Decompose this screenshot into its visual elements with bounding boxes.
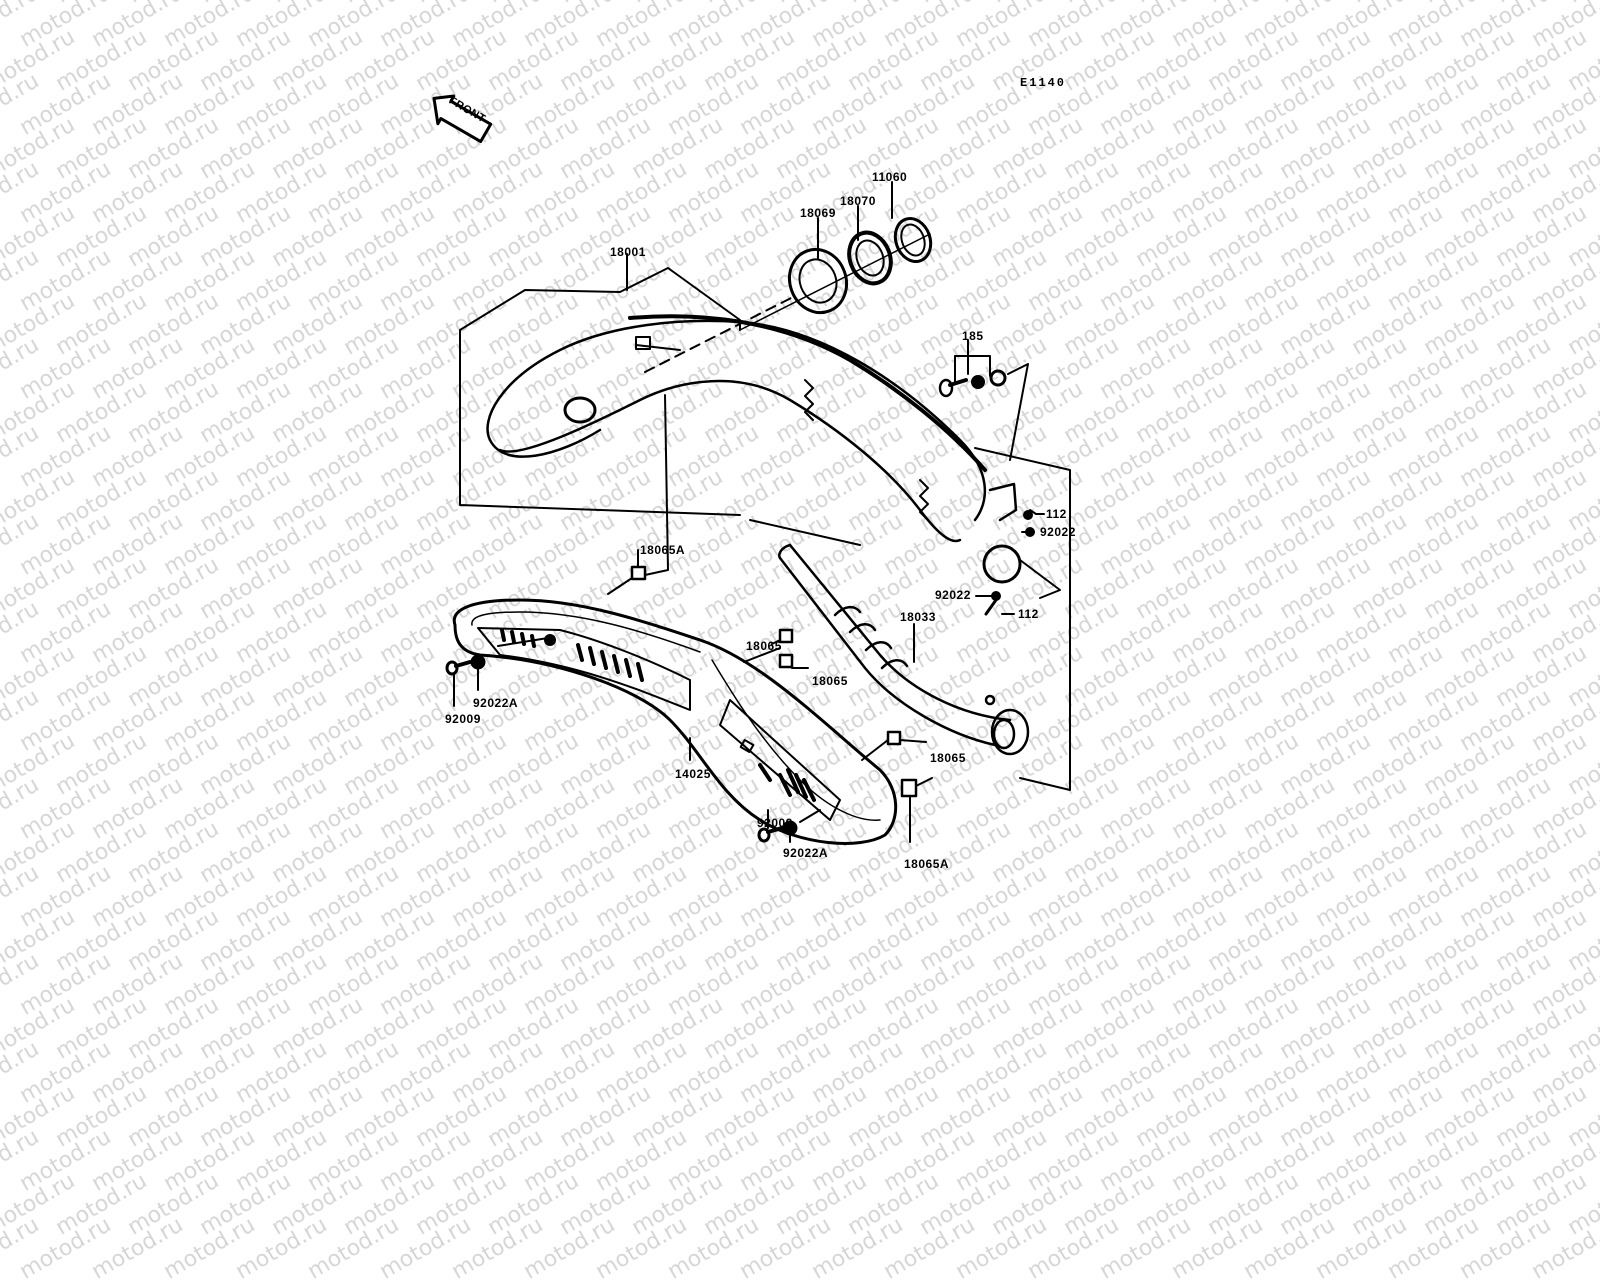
watermark-text: motod.ru [592,1212,692,1284]
part-label-112-top: 112 [1046,507,1067,521]
watermark-text: motod.ru [0,1212,44,1284]
watermark-text: motod.ru [1528,1212,1600,1284]
header-inlet-ring [565,398,595,422]
watermark-text: motod.ru [808,1212,908,1284]
watermark-text: motod.ru [448,1212,548,1284]
watermark-text: motod.ru [160,1212,260,1284]
watermark-text: motod.ru [520,1212,620,1284]
watermark-text: motod.ru [1240,1212,1340,1284]
watermark-text: motod.ru [1024,1212,1124,1284]
heat-shield-louvres [502,630,814,800]
watermark-text: motod.ru [88,1212,188,1284]
diagram-code: E1140 [1020,76,1066,90]
watermark-text: motod.ru [952,1212,1052,1284]
watermark-text: motod.ru [376,1212,476,1284]
part-label-18069: 18069 [800,206,836,220]
bolt-112-bottom [986,600,996,614]
part-label-11060: 11060 [872,170,907,184]
part-label-92022-top: 92022 [1040,525,1076,539]
part-label-18001: 18001 [610,245,646,259]
part-label-14025: 14025 [675,767,711,781]
part-label-92022A-left: 92022A [473,696,518,710]
bolt-92009-left [447,662,457,674]
part-label-92022A-right: 92022A [783,846,828,860]
part-label-92022-bottom: 92022 [935,588,971,602]
washer-92022A-left [472,656,484,668]
watermark-text: motod.ru [1312,1212,1412,1284]
header-pipe [488,316,985,541]
part-label-18033: 18033 [900,610,936,624]
exhaust-exploded-view [0,0,1600,1200]
washer-185 [972,376,984,388]
part-label-18065A-top: 18065A [640,543,685,557]
part-label-18070: 18070 [840,194,876,208]
part-label-18065-2: 18065 [812,674,848,688]
watermark-text: motod.ru [736,1212,836,1284]
clip-18065-2 [780,655,792,667]
watermark-text: motod.ru [1456,1212,1556,1284]
watermark-text: motod.ru [16,1212,116,1284]
part-label-18065A-bottom: 18065A [904,857,949,871]
watermark-text: motod.ru [880,1212,980,1284]
part-label-185: 185 [962,329,984,343]
clip-18065A-top [632,567,645,579]
watermark-text: motod.ru [1384,1212,1484,1284]
clip-18065-3 [888,732,900,744]
bolt-185 [940,380,952,396]
ring-18070 [842,227,897,290]
watermark-text: motod.ru [664,1212,764,1284]
watermark-text: motod.ru [1096,1212,1196,1284]
part-label-18065-3: 18065 [930,751,966,765]
clip-18065A-bottom [902,780,916,796]
header-outlet-flange [984,546,1020,582]
watermark-text: motod.ru [232,1212,332,1284]
watermark-text: motod.ru [1168,1212,1268,1284]
part-label-112-bottom: 112 [1018,607,1039,621]
watermark-text: motod.ru [304,1212,404,1284]
part-label-18065-1: 18065 [746,639,782,653]
part-label-92009-right: 92009 [757,816,793,830]
part-label-92009-left: 92009 [445,712,481,726]
gasket-11060 [890,214,937,267]
